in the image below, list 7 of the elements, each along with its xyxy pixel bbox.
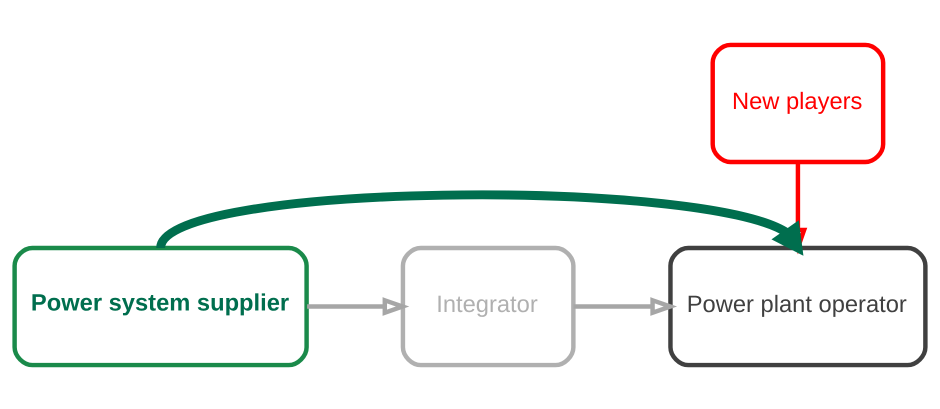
node-box: Power plant operator xyxy=(668,245,928,367)
arrow xyxy=(573,296,678,316)
arrow xyxy=(156,190,804,256)
node-box: Integrator xyxy=(400,245,576,367)
arrow xyxy=(307,296,410,316)
node-box: New players xyxy=(710,42,886,164)
node-box: Power system supplier xyxy=(12,245,309,367)
